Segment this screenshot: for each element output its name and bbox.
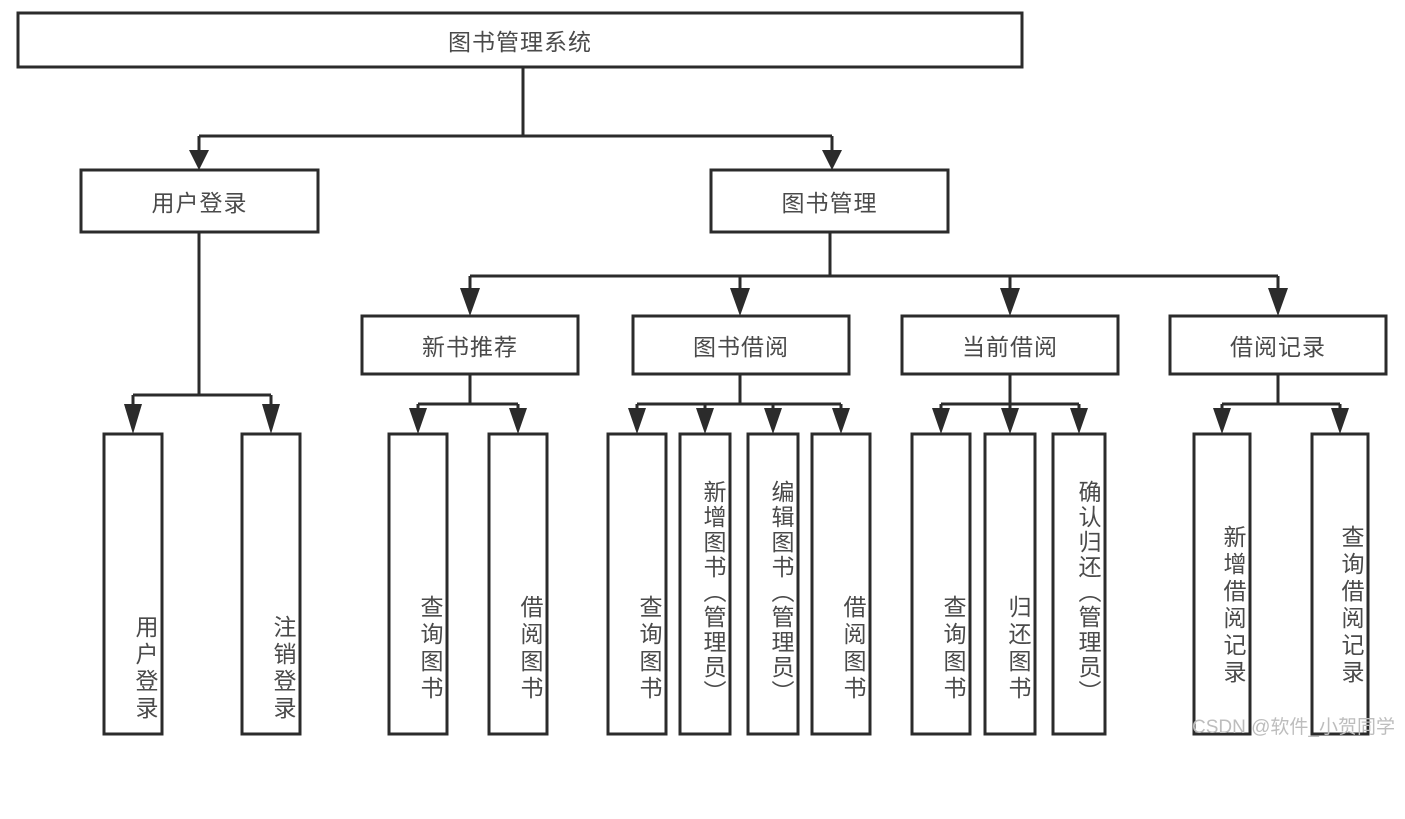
node-current-borrow[interactable] — [900, 314, 1120, 376]
node-borrow-record[interactable] — [1168, 314, 1388, 376]
arrowhead-root-to-user-login — [189, 150, 209, 170]
arrowhead-root-to-book-mgmt — [822, 150, 842, 170]
arrowhead-borrowrecord-leaf-2 — [1331, 408, 1349, 434]
arrowhead-currentborrow-leaf-1 — [932, 408, 950, 434]
flowchart-svg — [16, 11, 1388, 736]
node-leaf-user-logout[interactable] — [240, 432, 302, 736]
node-leaf-edit-book-admin[interactable] — [746, 432, 800, 736]
arrowhead-to-book-borrow — [730, 288, 750, 316]
node-leaf-add-book-admin[interactable] — [678, 432, 732, 736]
node-leaf-query-book-1[interactable] — [387, 432, 449, 736]
node-root[interactable] — [16, 11, 1024, 69]
node-leaf-query-borrow-record[interactable] — [1310, 432, 1370, 736]
arrowhead-newbook-leaf-1 — [409, 408, 427, 434]
node-book-management[interactable] — [709, 168, 950, 234]
node-leaf-user-login[interactable] — [102, 432, 164, 736]
arrowhead-to-new-book — [460, 288, 480, 316]
arrowhead-borrowrecord-leaf-1 — [1213, 408, 1231, 434]
arrowhead-user-login-leaf-2 — [262, 404, 280, 434]
arrowhead-to-borrow-record — [1268, 288, 1288, 316]
node-leaf-borrow-book-1[interactable] — [487, 432, 549, 736]
arrowhead-currentborrow-leaf-3 — [1070, 408, 1088, 434]
arrowhead-bookborrow-leaf-4 — [832, 408, 850, 434]
node-new-book-recommend[interactable] — [360, 314, 580, 376]
node-leaf-return-book[interactable] — [983, 432, 1037, 736]
arrowhead-bookborrow-leaf-2 — [696, 408, 714, 434]
node-user-login[interactable] — [79, 168, 320, 234]
node-leaf-add-borrow-record[interactable] — [1192, 432, 1252, 736]
arrowhead-newbook-leaf-2 — [509, 408, 527, 434]
node-leaf-confirm-return-admin[interactable] — [1051, 432, 1107, 736]
node-book-borrow[interactable] — [631, 314, 851, 376]
arrowhead-bookborrow-leaf-3 — [764, 408, 782, 434]
arrowhead-bookborrow-leaf-1 — [628, 408, 646, 434]
arrowhead-user-login-leaf-1 — [124, 404, 142, 434]
node-leaf-borrow-book-2[interactable] — [810, 432, 872, 736]
node-leaf-query-book-3[interactable] — [910, 432, 972, 736]
arrowhead-currentborrow-leaf-2 — [1001, 408, 1019, 434]
node-leaf-query-book-2[interactable] — [606, 432, 668, 736]
arrowhead-to-current-borrow — [1000, 288, 1020, 316]
diagram-canvas: 图书管理系统 用户登录 图书管理 新书推荐 图书借阅 当前借阅 借阅记录 用户登… — [16, 11, 1395, 738]
